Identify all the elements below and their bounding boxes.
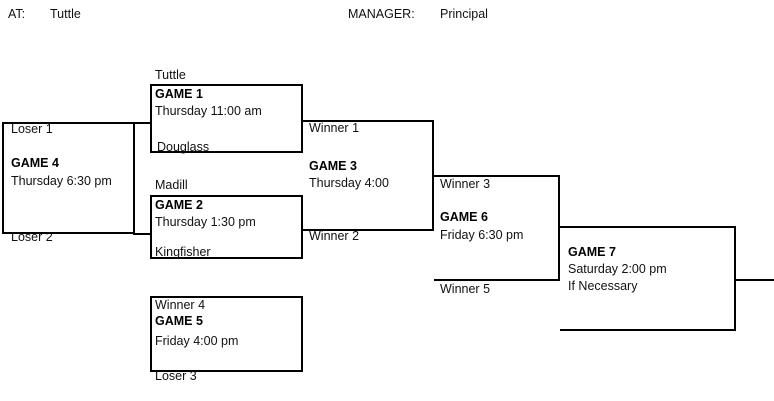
game-4-bottom-slot: Loser 2 [11, 230, 53, 244]
game-4-bracket [2, 122, 135, 234]
game-7-bracket [560, 226, 736, 331]
at-label: AT: [8, 7, 26, 21]
game-5-bracket [150, 296, 303, 372]
game-4-time: Thursday 6:30 pm [11, 174, 112, 188]
connector-game4-to-game2 [133, 233, 151, 235]
game-4-name: GAME 4 [11, 156, 59, 170]
game-2-top-slot: Madill [155, 178, 188, 192]
game-2-bracket [150, 195, 303, 259]
game-1-time: Thursday 11:00 am [155, 104, 262, 118]
manager-value: Principal [440, 7, 488, 21]
game-3-top-slot: Winner 1 [309, 121, 360, 135]
game-1-bracket [150, 84, 303, 153]
game-3-bottom-slot: Winner 2 [309, 229, 360, 243]
game-2-bottom-slot: Kingfisher [155, 245, 211, 259]
game-3-time: Thursday 4:00 [309, 176, 389, 190]
game-2-name: GAME 2 [155, 198, 203, 212]
game-3-bracket [303, 120, 434, 231]
game-4-top-slot: Loser 1 [11, 122, 53, 136]
game-6-top-slot: Winner 3 [440, 177, 491, 191]
at-value: Tuttle [50, 7, 81, 21]
game-5-name: GAME 5 [155, 314, 203, 328]
champion-output-line [736, 279, 774, 281]
game-5-bottom-slot: Loser 3 [155, 369, 197, 383]
game-1-top-slot: Tuttle [155, 68, 186, 82]
connector-game4-to-game1 [133, 122, 151, 124]
game-7-name: GAME 7 [568, 245, 616, 259]
game-6-time: Friday 6:30 pm [440, 228, 524, 242]
game-6-name: GAME 6 [440, 210, 488, 224]
game-6-bracket [434, 175, 560, 281]
game-7-time: Saturday 2:00 pm [568, 262, 667, 276]
game-3-name: GAME 3 [309, 159, 357, 173]
game-1-name: GAME 1 [155, 87, 203, 101]
game-5-time: Friday 4:00 pm [155, 334, 239, 348]
game-2-time: Thursday 1:30 pm [155, 215, 256, 229]
game-1-bottom-slot: Douglass [157, 140, 210, 154]
game-5-top-slot: Winner 4 [155, 298, 206, 312]
game-6-bottom-slot: Winner 5 [440, 282, 491, 296]
manager-label: MANAGER: [348, 7, 415, 21]
game-7-note: If Necessary [568, 279, 638, 293]
